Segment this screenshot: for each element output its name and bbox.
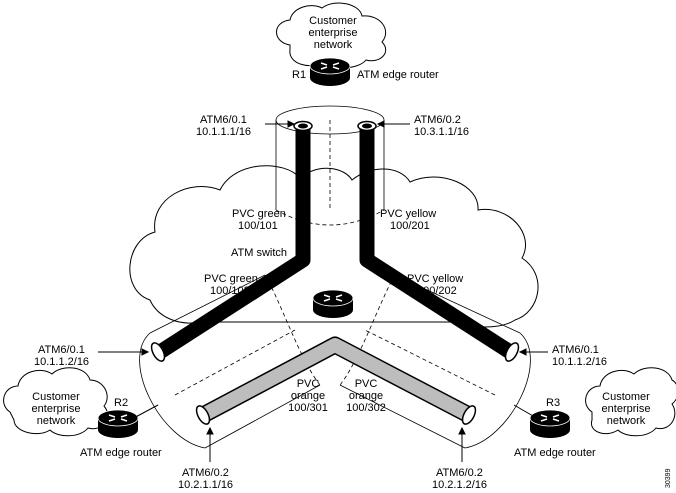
cloud-top-label-3: network [314,39,353,51]
conduit-left [139,274,321,449]
router-r1-role: ATM edge router [357,69,439,81]
pvc-orange-right-2: orange [349,390,383,402]
router-r2-role: ATM edge router [80,447,162,459]
cloud-left-label-1: Customer [32,391,80,403]
cloud-top-label-2: enterprise [309,27,358,39]
r3-if2-ip: 10.2.1.2/16 [432,479,487,491]
atm-switch-label: ATM switch [231,247,287,259]
pvc-yellow-pipe [357,120,520,362]
r2-if1-ip: 10.1.1.2/16 [34,356,89,368]
atm-switch-cloud [129,165,539,328]
cloud-left-label-3: network [37,415,76,427]
pvc-orange-right-3: 100/302 [346,402,386,414]
cloud-right-label-3: network [607,415,646,427]
pvc-green-pipe [150,120,313,362]
router-r1-name: R1 [292,69,306,81]
cloud-right [585,367,676,437]
cloud-right-label-1: Customer [602,391,650,403]
r3-if1-ip: 10.1.1.2/16 [552,356,607,368]
leader-lines [98,120,548,462]
pvc-yellow-bottom-label: PVC yellow [407,273,463,285]
cloud-left [3,367,109,437]
pvc-yellow-top-vc: 100/201 [390,220,430,232]
cloud-top-label-1: Customer [309,15,357,27]
pvc-orange-left-3: 100/301 [288,402,328,414]
r2-if2-name: ATM6/0.2 [182,467,229,479]
router-icon[interactable] [309,57,351,87]
cloud-right-label-2: enterprise [602,403,651,415]
pvc-orange-pipe [195,336,477,425]
router-icon[interactable] [97,409,139,439]
router-icon[interactable] [529,409,571,439]
pvc-green-top-vc: 100/101 [238,220,278,232]
figure-id: 30399 [665,468,672,488]
r1-if1-ip: 10.1.1.1/16 [196,126,251,138]
atm-switch-icon[interactable] [312,289,354,319]
pvc-orange-left-2: orange [291,390,325,402]
router-r3-name: R3 [546,397,560,409]
r2-if1-name: ATM6/0.1 [38,344,85,356]
r1-if1-name: ATM6/0.1 [200,114,247,126]
r3-if2-name: ATM6/0.2 [436,467,483,479]
pvc-green-bottom-label: PVC green [204,273,258,285]
pvc-green-top-label: PVC green [232,208,286,220]
router-r2-name: R2 [114,397,128,409]
pvc-green-bottom-vc: 100/102 [210,285,250,297]
pvc-orange-left-1: PVC [297,378,320,390]
pvc-yellow-bottom-vc: 100/202 [417,285,457,297]
r3-if1-name: ATM6/0.1 [552,344,599,356]
router-r3-role: ATM edge router [514,447,596,459]
cloud-left-label-2: enterprise [32,403,81,415]
r1-if2-name: ATM6/0.2 [414,114,461,126]
r2-if2-ip: 10.2.1.1/16 [178,479,233,491]
pvc-yellow-top-label: PVC yellow [380,208,436,220]
pvc-orange-right-1: PVC [355,378,378,390]
r1-if2-ip: 10.3.1.1/16 [414,126,469,138]
